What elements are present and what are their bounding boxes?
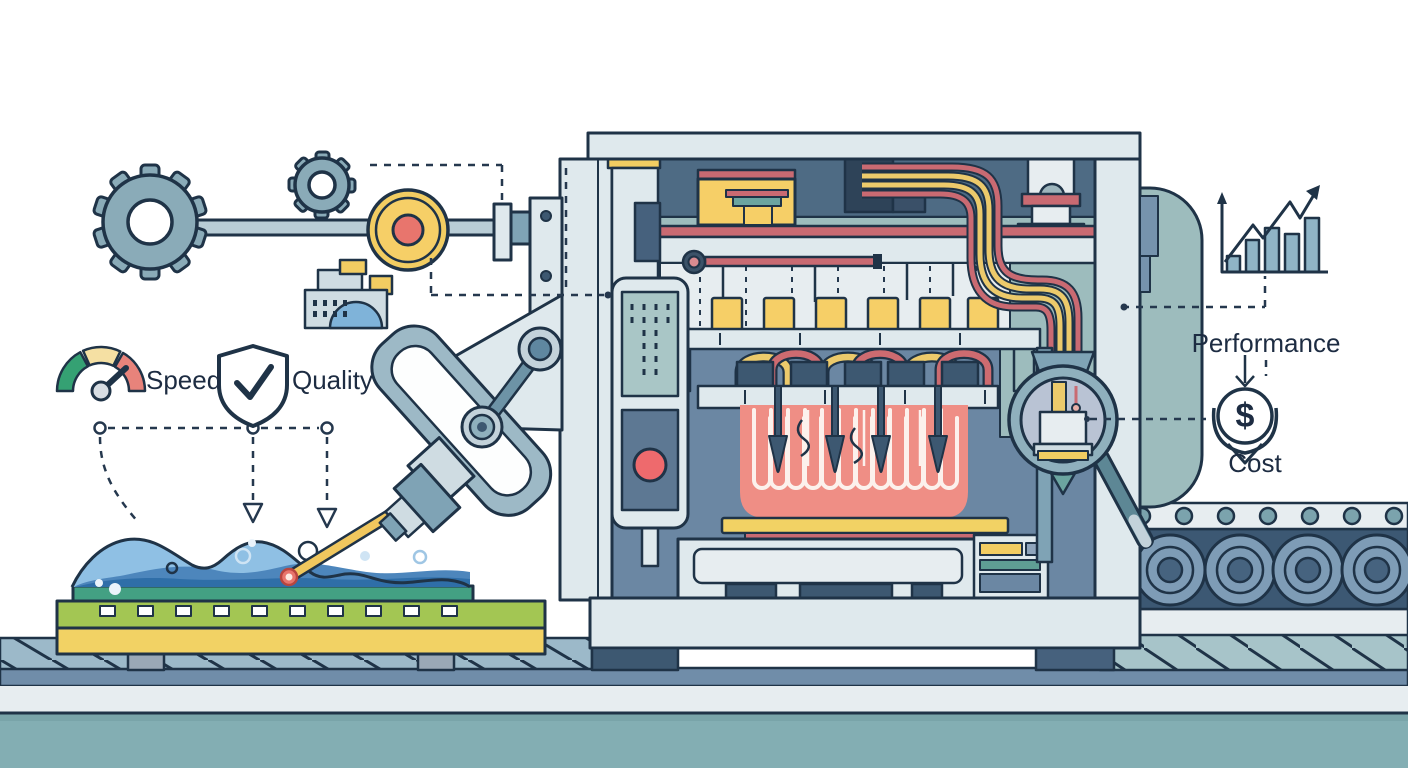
wire-squiggle (849, 427, 863, 465)
yellow-board (55, 626, 547, 656)
down-arrow-outline (316, 507, 338, 529)
dollar-symbol: $ (1236, 397, 1255, 435)
speed-gauge-icon (55, 345, 147, 402)
wire-bundle (862, 162, 1083, 370)
work-tray (55, 537, 547, 672)
probe-nozzles (768, 385, 948, 473)
right-belt-hatch (1098, 631, 1408, 672)
cost-label: Cost (1228, 448, 1282, 478)
control-panel (610, 276, 690, 568)
gears-icon (92, 150, 535, 281)
chamber-guides (806, 410, 922, 466)
motor-housing (1138, 186, 1204, 509)
red-button (632, 447, 668, 483)
small-gear (287, 150, 357, 220)
lens-content (1032, 381, 1094, 461)
screen-dotted-columns (630, 304, 670, 382)
drive-disc (366, 188, 450, 272)
material-blob (70, 537, 471, 595)
rail-ticks (719, 333, 961, 345)
board-slots (99, 605, 458, 617)
factory-dots (313, 300, 347, 317)
dashed-connectors (98, 163, 1268, 523)
large-gear (92, 163, 208, 281)
wire-squiggle (796, 419, 810, 458)
speed-label: Speed (146, 365, 221, 395)
performance-label: Performance (1192, 328, 1341, 358)
top-press (696, 168, 797, 262)
handle-tip (1128, 514, 1152, 548)
robotic-arm (370, 293, 564, 542)
heating-chamber (740, 385, 968, 518)
dollar-cost-icon: $ (1211, 355, 1279, 465)
machine-foot (590, 646, 680, 672)
actuator-rod (681, 249, 882, 275)
red-rail (646, 224, 1102, 239)
bar-chart-growth-icon (1217, 185, 1328, 274)
panel-screen (620, 290, 680, 398)
machine-foot (1034, 646, 1116, 672)
nozzle-connectors (735, 360, 980, 388)
factory-dome (328, 300, 384, 330)
shaft-coupling (492, 202, 513, 262)
lower-rail-ticks (744, 390, 986, 404)
machine-top-bar (586, 131, 1142, 161)
check-mark (234, 364, 274, 400)
factory-icon (303, 258, 394, 330)
quality-label: Quality (292, 365, 373, 395)
machine-body (528, 131, 1204, 672)
hanger-rods (721, 264, 955, 302)
heater-coils (752, 408, 959, 490)
machine-base (588, 596, 1142, 650)
shield-check-icon (217, 344, 289, 428)
side-unit (972, 533, 1050, 602)
down-arrow-outline (242, 502, 264, 524)
magnifier-icon (1007, 346, 1154, 564)
